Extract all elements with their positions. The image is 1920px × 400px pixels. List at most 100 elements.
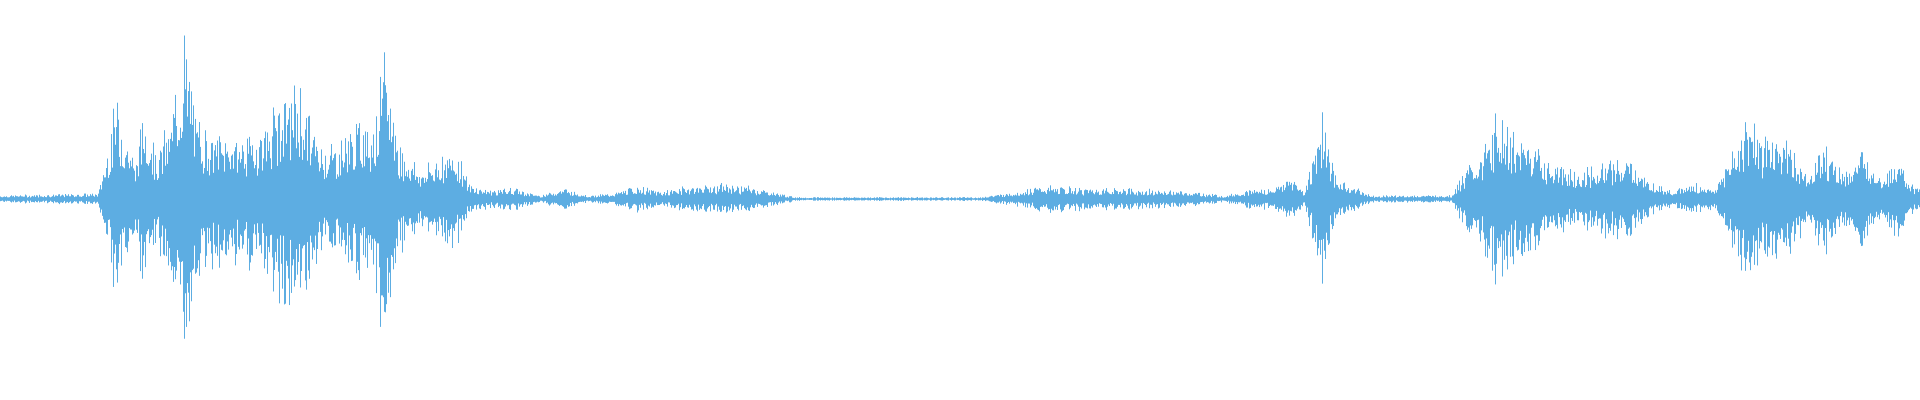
- waveform-sample: [1621, 172, 1622, 228]
- waveform-sample: [1712, 191, 1713, 207]
- waveform-sample: [1053, 189, 1054, 211]
- waveform-sample: [466, 176, 467, 219]
- waveform-sample: [1318, 147, 1319, 249]
- waveform-sample: [1094, 194, 1095, 205]
- waveform-sample: [1916, 189, 1917, 210]
- waveform-sample: [1607, 173, 1608, 224]
- waveform-sample: [865, 197, 866, 200]
- waveform-sample: [1594, 178, 1595, 222]
- waveform-sample: [690, 191, 691, 207]
- waveform-sample: [6, 196, 7, 202]
- waveform-sample: [1372, 196, 1373, 202]
- waveform-sample: [1855, 167, 1856, 231]
- waveform-sample: [1536, 161, 1537, 236]
- waveform-sample: [1837, 182, 1838, 217]
- waveform-sample: [468, 187, 469, 211]
- waveform-sample: [1888, 186, 1889, 213]
- waveform-sample: [149, 163, 150, 244]
- waveform-sample: [916, 197, 917, 201]
- waveform-sample: [1514, 163, 1515, 230]
- waveform-sample: [1219, 196, 1220, 201]
- waveform-sample: [926, 197, 927, 201]
- waveform-sample: [1626, 163, 1627, 235]
- waveform-sample: [1110, 194, 1111, 204]
- waveform-sample: [1715, 190, 1716, 209]
- waveform-sample: [644, 194, 645, 203]
- waveform-sample: [1131, 188, 1132, 209]
- waveform-sample: [886, 197, 887, 201]
- waveform-sample: [1501, 163, 1502, 235]
- waveform-sample: [406, 171, 407, 225]
- waveform-sample: [1267, 194, 1268, 203]
- waveform-sample: [277, 165, 278, 239]
- waveform-sample: [1823, 152, 1824, 241]
- waveform-sample: [1160, 193, 1161, 204]
- waveform-sample: [281, 140, 282, 264]
- waveform-sample: [1454, 194, 1455, 204]
- waveform-sample: [1562, 185, 1563, 218]
- waveform-sample: [1320, 144, 1321, 255]
- waveform-sample: [1364, 195, 1365, 202]
- waveform-sample: [244, 168, 245, 231]
- waveform-sample: [977, 198, 978, 200]
- waveform-sample: [1675, 193, 1676, 205]
- waveform-sample: [992, 196, 993, 202]
- waveform-sample: [1603, 180, 1604, 215]
- waveform-sample: [337, 174, 338, 219]
- waveform-sample: [125, 157, 126, 247]
- waveform-sample: [561, 193, 562, 206]
- waveform-sample: [1845, 186, 1846, 213]
- waveform-sample: [1147, 195, 1148, 204]
- waveform-sample: [729, 188, 730, 211]
- waveform-sample: [587, 197, 588, 201]
- waveform-sample: [376, 116, 377, 294]
- waveform-sample: [1535, 151, 1536, 251]
- waveform-sample: [1515, 172, 1516, 221]
- waveform-sample: [1904, 180, 1905, 221]
- waveform-sample: [725, 190, 726, 207]
- waveform-sample: [1123, 189, 1124, 209]
- waveform-sample: [1485, 143, 1486, 257]
- waveform-sample: [894, 198, 895, 200]
- waveform-sample: [362, 167, 363, 229]
- waveform-sample: [549, 192, 550, 206]
- waveform-sample: [1656, 190, 1657, 207]
- waveform-sample: [8, 197, 9, 201]
- waveform-sample: [367, 132, 368, 268]
- waveform-sample: [1209, 194, 1210, 204]
- waveform-sample: [848, 197, 849, 201]
- waveform-sample: [1203, 193, 1204, 204]
- waveform-sample: [836, 197, 837, 201]
- waveform-sample: [1839, 167, 1840, 227]
- waveform-sample: [460, 179, 461, 219]
- waveform-sample: [978, 197, 979, 201]
- waveform-sample: [1023, 193, 1024, 206]
- waveform-sample: [1727, 171, 1728, 226]
- waveform-sample: [1878, 180, 1879, 215]
- waveform-sample: [214, 150, 215, 245]
- waveform-sample: [287, 124, 288, 266]
- waveform-sample: [1901, 168, 1902, 226]
- waveform-sample: [1116, 190, 1117, 209]
- waveform-sample: [965, 197, 966, 200]
- waveform-sample: [1332, 162, 1333, 230]
- waveform-sample: [1732, 151, 1733, 248]
- waveform-sample: [1343, 183, 1344, 213]
- waveform-sample: [1632, 182, 1633, 216]
- waveform-sample: [427, 179, 428, 218]
- waveform-sample: [1794, 152, 1795, 242]
- waveform-sample: [264, 138, 265, 269]
- waveform-sample: [407, 176, 408, 226]
- waveform-sample: [1520, 170, 1521, 231]
- waveform-sample: [426, 181, 427, 217]
- waveform-sample: [268, 150, 269, 247]
- waveform-sample: [349, 164, 350, 236]
- waveform-sample: [1353, 189, 1354, 209]
- waveform-sample: [520, 194, 521, 205]
- waveform-sample: [1774, 170, 1775, 232]
- waveform-sample: [1792, 177, 1793, 227]
- waveform-sample: [752, 190, 753, 208]
- waveform-sample: [1322, 112, 1323, 284]
- waveform-sample: [595, 195, 596, 203]
